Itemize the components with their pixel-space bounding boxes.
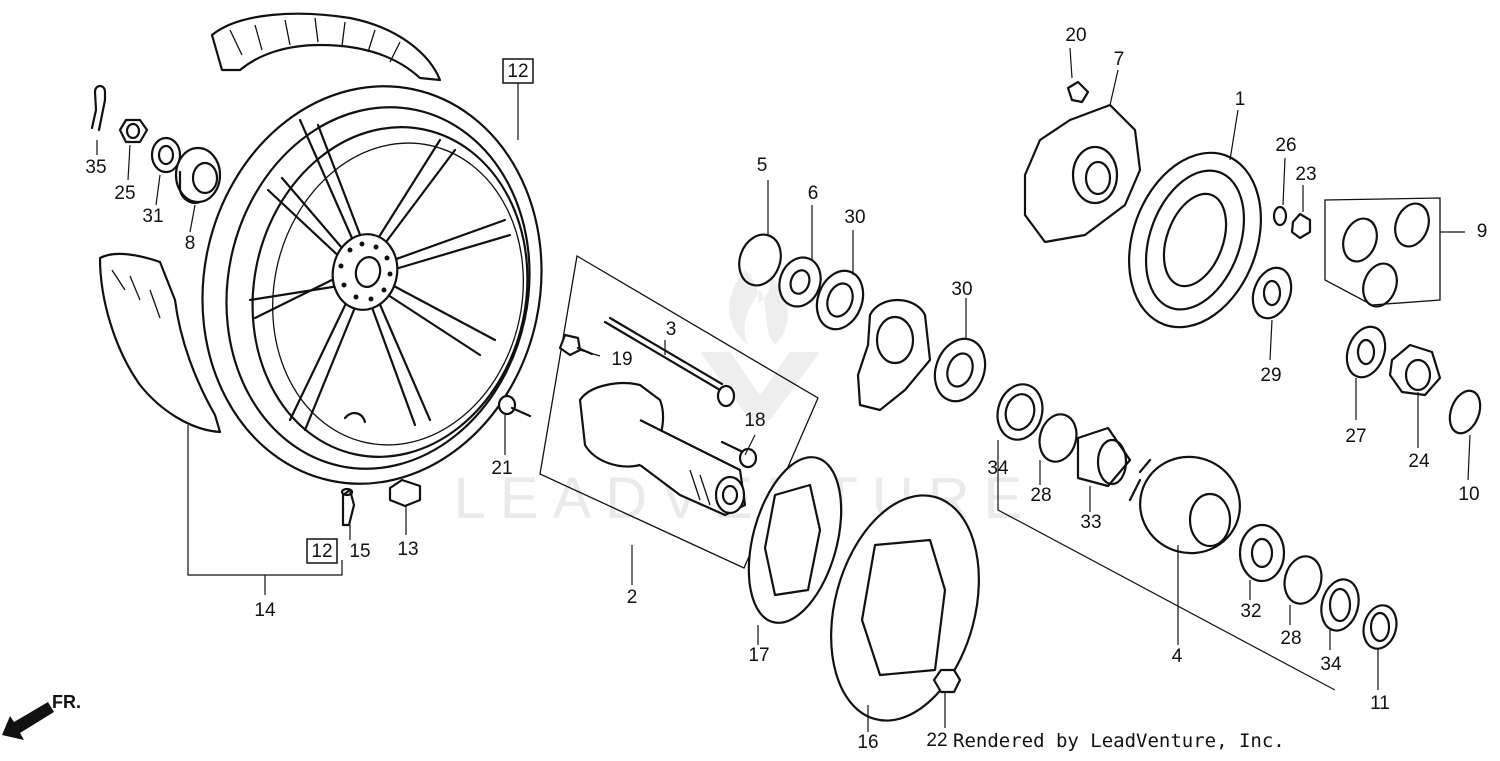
- callout-24: 24: [1408, 451, 1430, 472]
- nut-part: [932, 668, 962, 694]
- callout-34b: 34: [1320, 654, 1342, 675]
- callout-3: 3: [666, 319, 677, 340]
- callout-12-top: 12: [507, 61, 528, 82]
- callout-box-12-bottom: [306, 538, 338, 564]
- oil-seal-part: [1362, 604, 1398, 650]
- o-ring-part: [1448, 389, 1482, 435]
- lock-nut-part: [1388, 343, 1442, 397]
- callout-4: 4: [1172, 646, 1183, 667]
- valve-stem-part: [340, 487, 356, 527]
- callout-9: 9: [1477, 221, 1488, 242]
- axle-nut-part: [118, 118, 149, 144]
- washer-part: [150, 136, 182, 174]
- shim-part: [1251, 266, 1293, 320]
- callout-14: 14: [254, 600, 276, 621]
- callout-12-bottom: 12: [311, 541, 332, 562]
- callout-28b: 28: [1280, 628, 1301, 649]
- callout-17: 17: [748, 645, 769, 666]
- shim-part: [815, 269, 865, 331]
- snap-ring-part: [1038, 413, 1078, 463]
- callout-33: 33: [1080, 512, 1101, 533]
- wheel-shaft-part: [578, 382, 747, 517]
- callout-7: 7: [1114, 49, 1125, 70]
- dust-seal-part: [1320, 578, 1360, 632]
- callout-6: 6: [808, 183, 819, 204]
- callout-2: 2: [627, 587, 638, 608]
- render-credit: Rendered by LeadVenture, Inc.: [953, 730, 1285, 752]
- washer-part: [1272, 205, 1288, 227]
- callout-31: 31: [142, 206, 163, 227]
- front-direction-arrow-icon: FR.: [2, 692, 81, 740]
- balance-weight-part: [388, 478, 422, 508]
- final-driven-flange-part: [1128, 455, 1241, 555]
- driven-sprocket-part: [1128, 151, 1262, 329]
- callout-10: 10: [1458, 484, 1479, 505]
- callout-26: 26: [1275, 135, 1296, 156]
- callout-8: 8: [185, 233, 196, 254]
- leadventure-watermark-logo: [700, 270, 820, 420]
- cotter-pin-part: [90, 84, 107, 132]
- hub-group-box: [539, 254, 819, 569]
- callout-1: 1: [1235, 89, 1246, 110]
- callout-28a: 28: [1030, 485, 1051, 506]
- callout-15: 15: [349, 541, 370, 562]
- callout-25: 25: [114, 183, 135, 204]
- callout-23: 23: [1295, 164, 1316, 185]
- callout-35: 35: [85, 157, 106, 178]
- tire-part: [98, 12, 442, 434]
- ball-bearing-part: [1238, 523, 1286, 583]
- callout-34a: 34: [987, 458, 1009, 479]
- callout-labels: 1 2 3 4 5 6 7 8 9 10 11 12 12 13 14 15 1…: [85, 25, 1487, 753]
- caliper-bracket-part: [856, 299, 932, 412]
- splined-collar-part: [778, 256, 822, 308]
- circlip-part: [738, 233, 782, 287]
- callout-22: 22: [926, 730, 947, 751]
- callout-27: 27: [1345, 426, 1366, 447]
- callout-box-12-top: [502, 58, 534, 84]
- callout-20: 20: [1065, 25, 1086, 46]
- side-collar-part: [174, 146, 222, 204]
- collar-set-box: [1324, 197, 1441, 308]
- callout-30a: 30: [844, 207, 865, 228]
- damper-plate-part: [747, 456, 843, 624]
- nut-part: [1290, 212, 1312, 240]
- through-bolt-part: [603, 316, 736, 408]
- leader-lines: [96, 47, 1471, 732]
- hub-bolt-part: [720, 440, 758, 469]
- callout-32: 32: [1240, 601, 1261, 622]
- callout-13: 13: [397, 539, 418, 560]
- callout-19: 19: [611, 349, 632, 370]
- shim-part: [933, 337, 987, 403]
- callout-21: 21: [491, 458, 512, 479]
- direction-label: FR.: [52, 692, 81, 712]
- callout-5: 5: [757, 155, 768, 176]
- bolt-part: [497, 394, 532, 418]
- dust-seal-part: [996, 383, 1044, 441]
- wheel-rim-part: [201, 85, 543, 485]
- driven-flange-part: [1023, 103, 1142, 244]
- needle-bearing-part: [1076, 426, 1132, 488]
- shim-part: [1345, 325, 1387, 379]
- callout-29: 29: [1260, 365, 1281, 386]
- callout-30b: 30: [951, 279, 972, 300]
- callout-18: 18: [744, 410, 765, 431]
- damper-rubber-part: [830, 494, 980, 722]
- snap-ring-part: [1283, 555, 1323, 605]
- callout-11: 11: [1370, 693, 1390, 714]
- callout-16: 16: [857, 732, 878, 753]
- bolt-part: [1066, 80, 1090, 104]
